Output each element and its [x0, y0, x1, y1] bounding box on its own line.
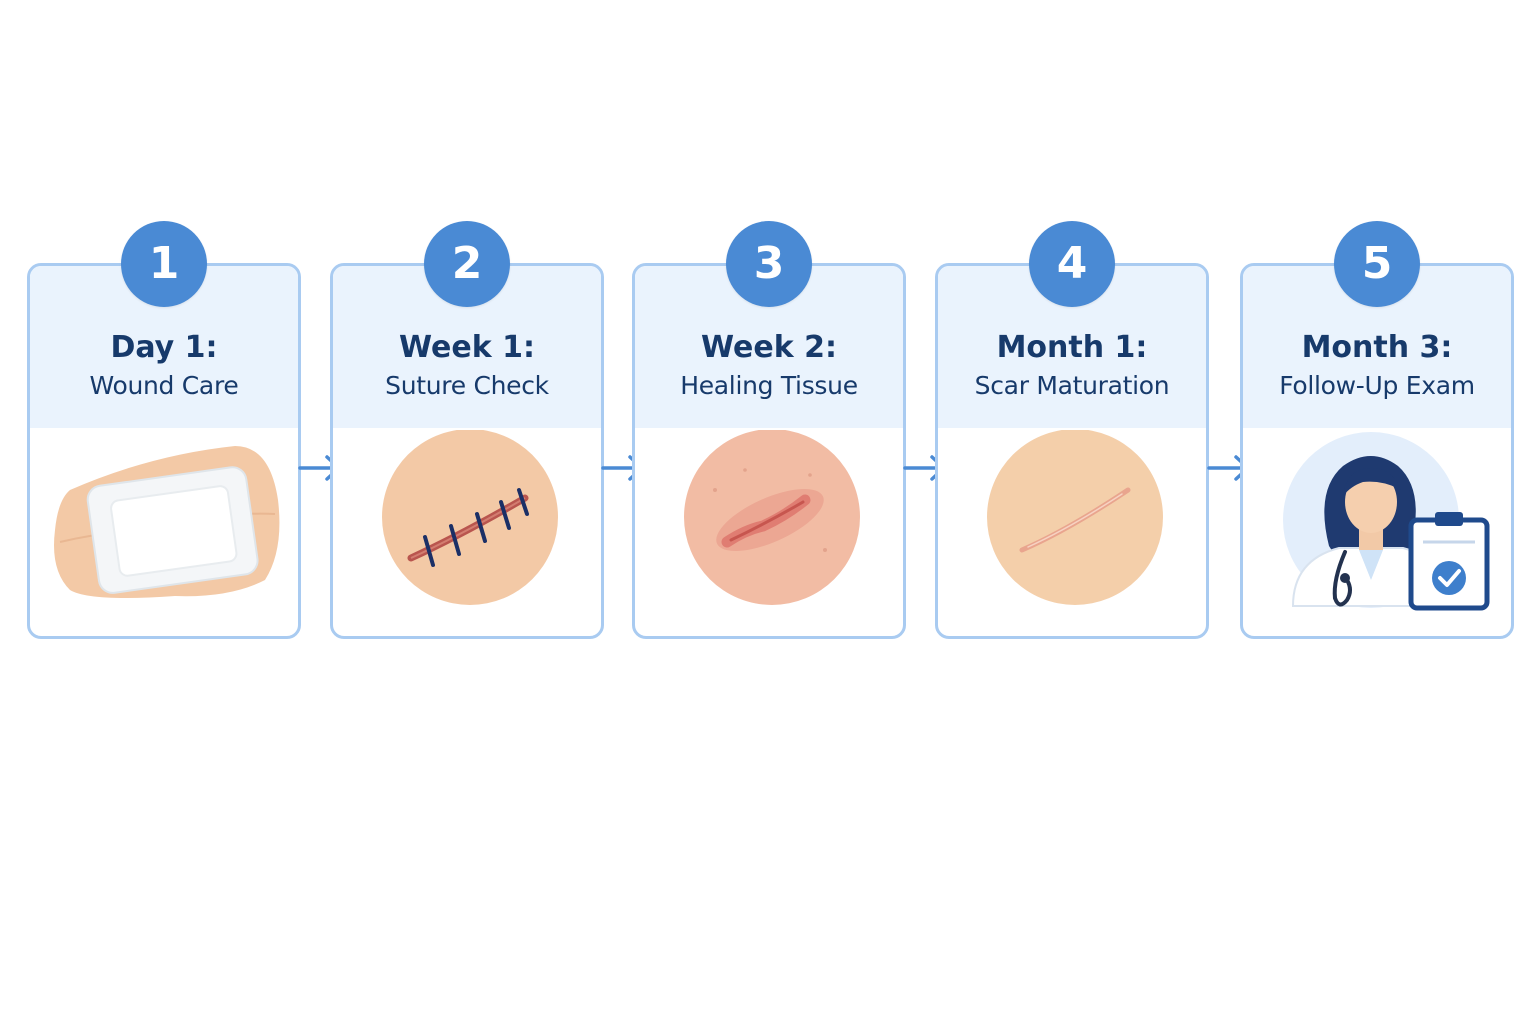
maturing-scar-icon — [987, 430, 1163, 605]
step-number-badge-5: 5 — [1334, 221, 1420, 307]
step-card-5: Month 3: Follow-Up Exam — [1240, 263, 1514, 639]
step-card-2: Week 1: Suture Check — [330, 263, 604, 639]
healing-tissue-icon — [684, 430, 860, 605]
step-number-badge-4: 4 — [1029, 221, 1115, 307]
step-subtitle: Suture Check — [385, 371, 549, 400]
step-card-1: Day 1: Wound Care — [27, 263, 301, 639]
step-title: Day 1: — [110, 330, 218, 365]
step-title: Week 1: — [399, 330, 535, 365]
step-number-badge-2: 2 — [424, 221, 510, 307]
step-number-badge-1: 1 — [121, 221, 207, 307]
doctor-with-clipboard-icon — [1283, 432, 1490, 611]
step-card-3: Week 2: Healing Tissue — [632, 263, 906, 639]
step-number-badge-3: 3 — [726, 221, 812, 307]
step-title: Week 2: — [701, 330, 837, 365]
step-subtitle: Wound Care — [89, 371, 239, 400]
step-title: Month 1: — [996, 330, 1148, 365]
step-subtitle: Follow-Up Exam — [1279, 371, 1475, 400]
step-card-4: Month 1: Scar Maturation — [935, 263, 1209, 639]
step-subtitle: Scar Maturation — [974, 371, 1170, 400]
step-title: Month 3: — [1301, 330, 1453, 365]
sutured-wound-icon — [382, 430, 558, 605]
step-subtitle: Healing Tissue — [680, 371, 858, 400]
bandage-icon — [54, 446, 280, 598]
